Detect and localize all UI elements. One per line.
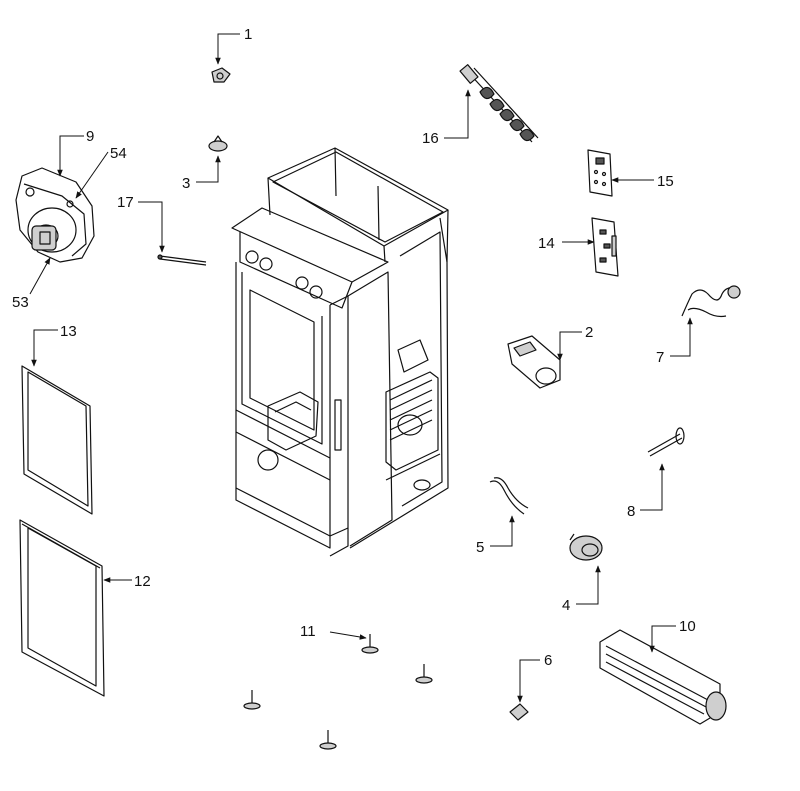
part-9-combustion-blower [15,167,95,263]
part-12-door-frame [19,519,105,697]
callout-13: 13 [60,323,77,340]
callout-16: 16 [422,130,439,147]
callout-3: 3 [182,175,190,192]
part-6-clip [509,703,529,721]
part-3-thermostat [208,135,228,152]
callout-9: 9 [86,128,94,145]
callout-10: 10 [679,618,696,635]
part-11-leveling-feet [243,634,433,750]
part-16-auger [459,64,539,143]
part-14-circuit-board [591,217,619,277]
callout-1: 1 [244,26,252,43]
callout-11: 11 [300,623,316,640]
callout-4: 4 [562,597,570,614]
part-8-rod [647,427,685,457]
callout-17: 17 [117,194,134,211]
part-17-rod [157,254,207,266]
callout-15: 15 [657,173,674,190]
callout-53: 53 [12,294,29,311]
part-10-convection-blower [599,629,727,725]
callout-7: 7 [656,349,664,366]
callout-54: 54 [110,145,127,162]
stove-body-frame [231,147,449,557]
callout-2: 2 [585,324,593,341]
part-7-igniter [681,285,741,318]
part-13-door-gasket [21,365,93,515]
callout-12: 12 [134,573,151,590]
callout-14: 14 [538,235,555,252]
part-5-hose [489,477,529,515]
callout-leaders [29,33,693,703]
callout-6: 6 [544,652,552,669]
part-1-sensor [211,67,231,83]
callout-8: 8 [627,503,635,520]
part-2-auger-motor [507,335,561,389]
callout-5: 5 [476,539,484,556]
callout-labels: 1 2 3 4 5 6 7 8 9 10 11 12 13 14 15 16 1… [12,26,696,669]
part-15-control-panel [587,149,613,197]
part-4-pressure-switch [569,533,603,561]
